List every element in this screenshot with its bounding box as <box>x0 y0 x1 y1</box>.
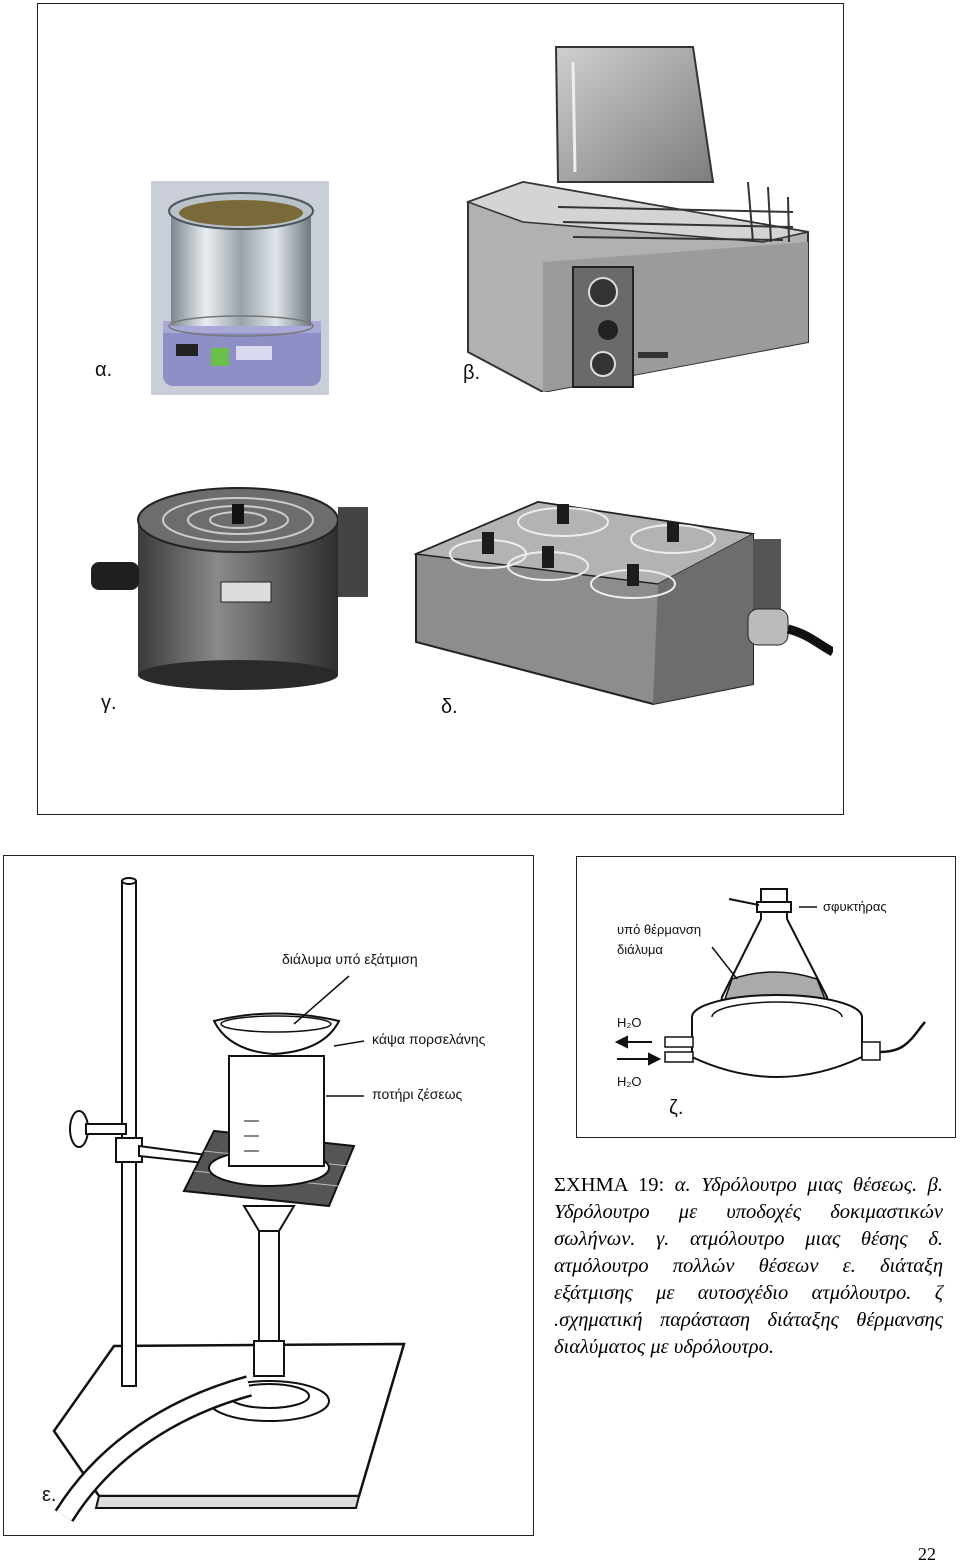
evaporation-setup-frame: διάλυμα υπό εξάτμιση κάψα πορσελάνης ποτ… <box>3 855 534 1536</box>
annotation-beaker: ποτήρι ζέσεως <box>372 1086 463 1102</box>
water-bath-tube-rack-photo <box>465 46 809 392</box>
caption-head: ΣΧΗΜΑ 19: <box>554 1174 665 1196</box>
label-z: ζ. <box>669 1097 684 1119</box>
steam-bath-multi-photo <box>413 500 833 706</box>
label-e: ε. <box>42 1484 57 1506</box>
water-bath-schematic-frame: υπό θέρμανση διάλυμα σφυκτήρας H₂O H₂O ζ… <box>576 856 956 1138</box>
label-a: α. <box>95 359 113 381</box>
top-figure-frame: α. β. <box>37 3 844 815</box>
annotation-water-in: H₂O <box>617 1015 642 1030</box>
figure-caption: ΣΧΗΜΑ 19: α. Υδρόλουτρο μιας θέσεως. β. … <box>554 1172 943 1361</box>
water-bath-schematic-drawing <box>614 888 926 1078</box>
steam-bath-single-photo <box>91 487 368 690</box>
evaporation-setup-drawing <box>52 877 406 1522</box>
water-bath-single-photo <box>151 181 329 395</box>
annotation-solution: διάλυμα υπό εξάτμιση <box>282 951 418 967</box>
page-number: 22 <box>918 1544 936 1564</box>
label-b: β. <box>463 362 481 384</box>
annotation-dish: κάψα πορσελάνης <box>372 1031 486 1047</box>
caption-body: α. Υδρόλουτρο μιας θέσεως. β. Υδρόλουτρο… <box>554 1174 944 1358</box>
label-c: γ. <box>101 692 117 714</box>
label-d: δ. <box>441 696 458 718</box>
annotation-heating-2: διάλυμα <box>617 942 663 957</box>
annotation-heating: υπό θέρμανση <box>617 922 702 937</box>
annotation-water-out: H₂O <box>617 1074 642 1089</box>
annotation-clamp: σφυκτήρας <box>823 899 887 914</box>
